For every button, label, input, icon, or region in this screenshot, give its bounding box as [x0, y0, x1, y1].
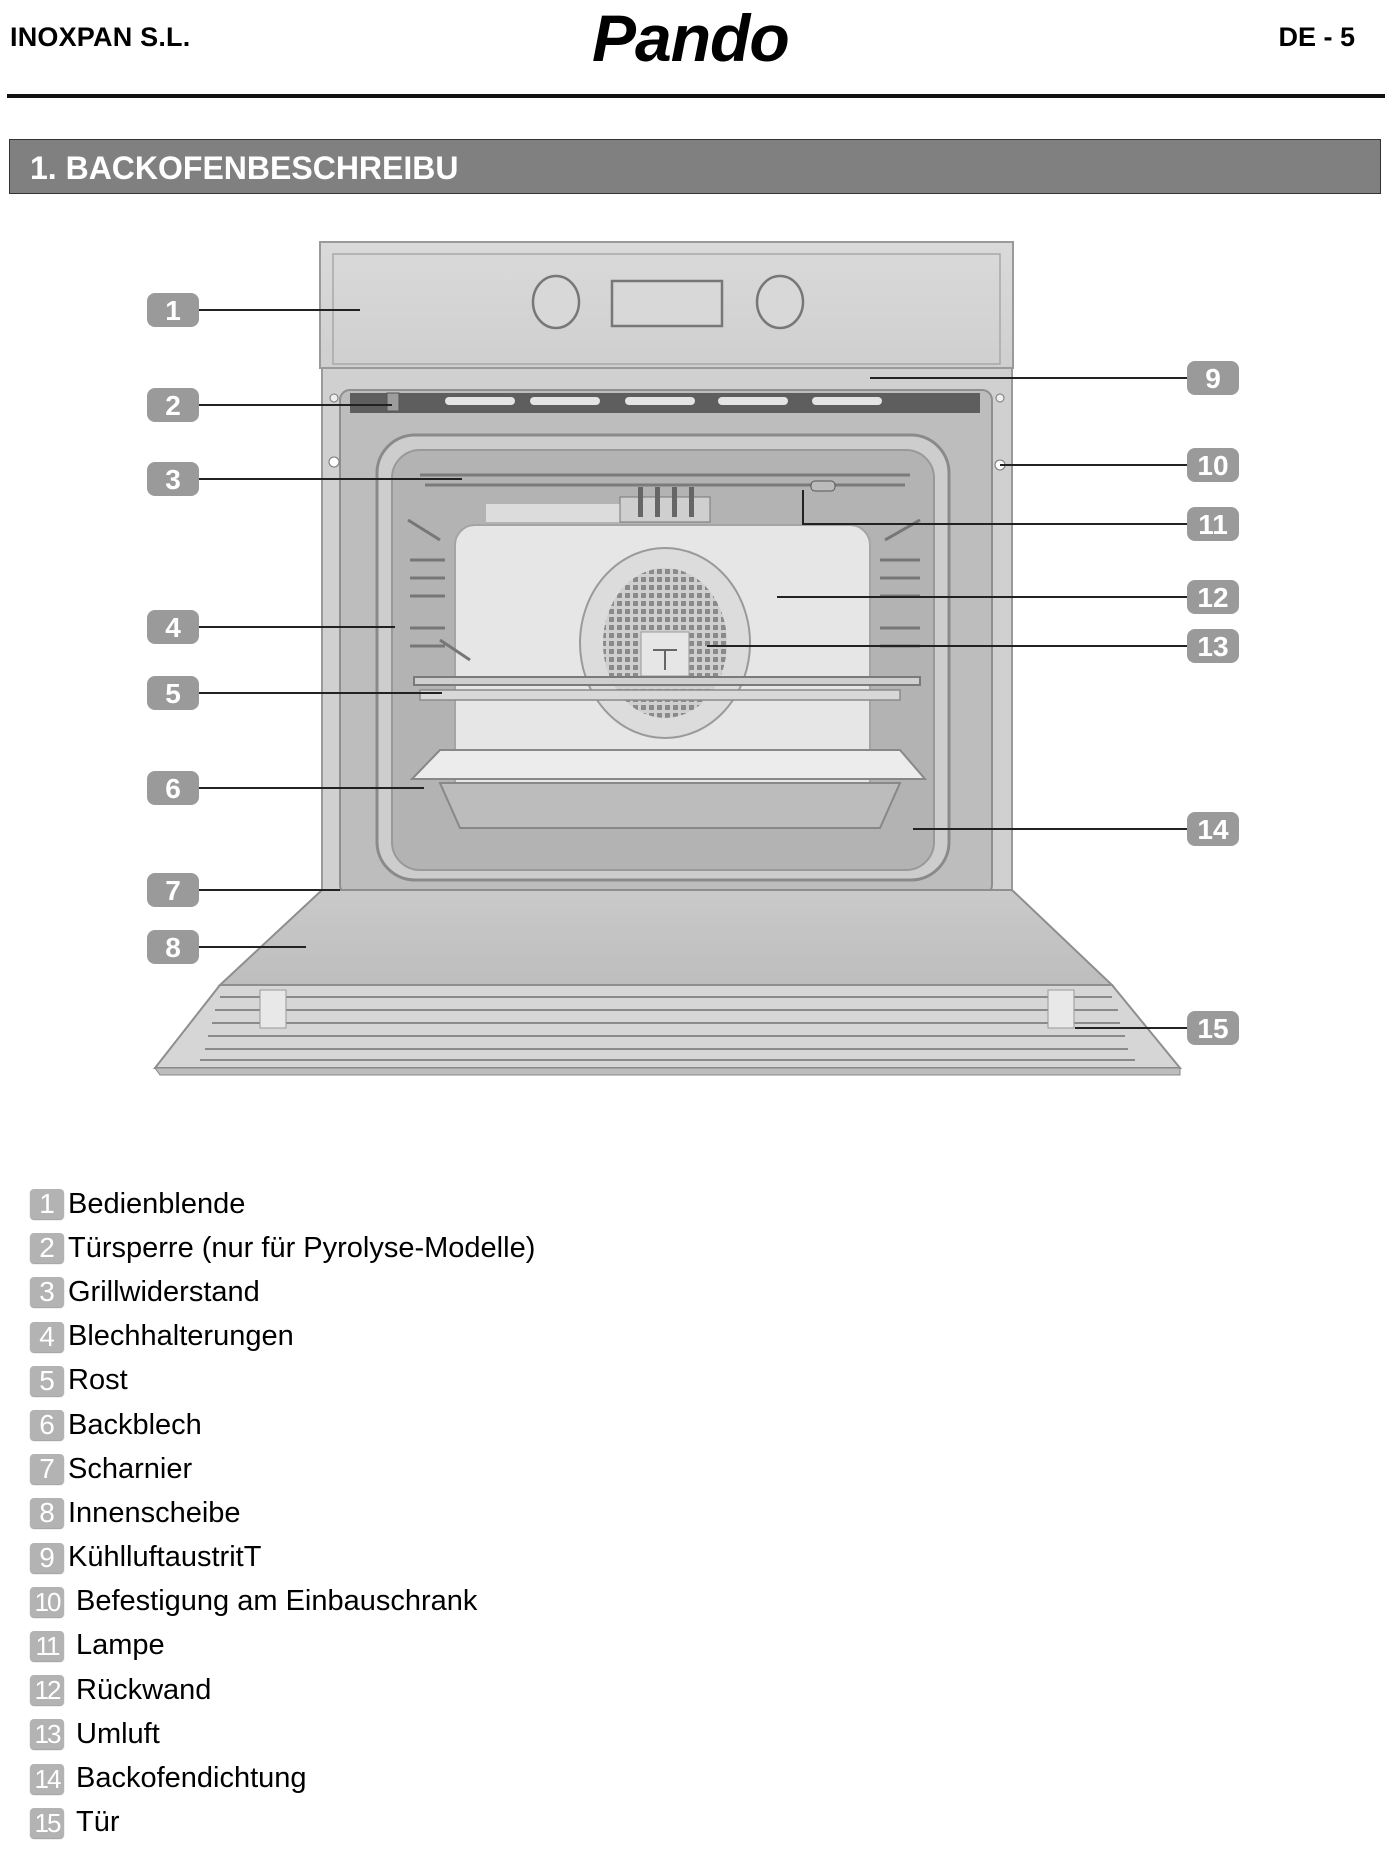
callout-number: 3: [165, 464, 181, 495]
page-number: DE - 5: [1278, 22, 1355, 52]
callout-number: 1: [165, 295, 181, 326]
callout-badge-12: 12: [1187, 580, 1239, 614]
legend-item: 11 Lampe: [30, 1624, 535, 1668]
callout-number: 9: [1205, 363, 1221, 394]
callout-number: 10: [1197, 450, 1228, 481]
callout-number: 11: [1198, 509, 1228, 540]
door-lock-icon: [386, 392, 400, 412]
callout-badge-7: 7: [147, 873, 199, 907]
display-icon: [610, 279, 724, 328]
callout-badge-4: 4: [147, 610, 199, 644]
right-knob-icon: [755, 274, 805, 330]
legend-label: Bedienblende: [68, 1187, 246, 1220]
legend-number-badge: 13: [30, 1719, 64, 1750]
callout-number: 12: [1197, 582, 1228, 613]
legend-item: 14 Backofendichtung: [30, 1756, 535, 1800]
callout-number: 14: [1197, 814, 1229, 845]
legend-number-badge: 10: [30, 1586, 64, 1617]
callout-badge-1: 1: [147, 293, 199, 327]
callout-badge-10: 10: [1187, 448, 1239, 482]
callout-badge-5: 5: [147, 676, 199, 710]
legend-label: Scharnier: [68, 1452, 193, 1485]
brand-logo: Pando: [592, 1, 790, 75]
legend-number-badge: 5: [30, 1365, 64, 1396]
legend-number-badge: 3: [30, 1277, 64, 1308]
leader-lines: [198, 309, 1188, 1029]
callout-number: 7: [165, 875, 181, 906]
legend-number-badge: 9: [30, 1542, 64, 1573]
legend-label: Tür: [76, 1806, 120, 1839]
control-panel: [319, 241, 1014, 369]
legend-label: Rost: [68, 1364, 128, 1397]
callout-badge-6: 6: [147, 771, 199, 805]
legend-item: 12 Rückwand: [30, 1668, 535, 1712]
callout-number: 4: [165, 612, 181, 643]
legend-number-badge: 2: [30, 1233, 64, 1264]
oven-body: [321, 367, 1013, 899]
baking-tray: [409, 749, 928, 829]
header-rule: [7, 94, 1385, 98]
legend-label: Lampe: [76, 1629, 165, 1662]
legend-number-badge: 6: [30, 1410, 64, 1441]
callout-badge-13: 13: [1187, 629, 1239, 663]
legend-label: Umluft: [76, 1717, 160, 1750]
callout-number: 15: [1197, 1013, 1228, 1044]
callout-badge-3: 3: [147, 462, 199, 496]
mount-hole-icon: [328, 456, 340, 468]
lamp-icon: [810, 480, 836, 492]
legend-number-badge: 4: [30, 1321, 64, 1352]
legend-number-badge: 11: [30, 1630, 64, 1661]
legend-number-badge: 7: [30, 1454, 64, 1485]
legend-label: Grillwiderstand: [68, 1275, 260, 1308]
oven-door: [152, 889, 1183, 1076]
legend-label: Befestigung am Einbauschrank: [76, 1585, 478, 1618]
callout-number: 8: [165, 932, 181, 963]
callout-badge-11: 11: [1187, 507, 1239, 541]
callout-badge-2: 2: [147, 388, 199, 422]
legend-number-badge: 14: [30, 1763, 64, 1794]
section-title-bar: 1. BACKOFENBESCHREIBU: [9, 139, 1381, 194]
mount-hole-icon: [329, 393, 339, 403]
mount-hole-icon: [995, 393, 1005, 403]
legend-item: 10 Befestigung am Einbauschrank: [30, 1580, 535, 1624]
callout-badge-14: 14: [1187, 812, 1239, 846]
legend-item: 13 Umluft: [30, 1712, 535, 1756]
legend-label: Backblech: [68, 1408, 202, 1441]
legend-number-badge: 15: [30, 1807, 64, 1838]
callout-badge-15: 15: [1187, 1011, 1239, 1045]
callout-badge-9: 9: [1187, 361, 1239, 395]
callout-number: 5: [165, 678, 181, 709]
callout-number: 2: [165, 390, 181, 421]
legend-label: Innenscheibe: [68, 1496, 241, 1529]
left-knob-icon: [531, 274, 581, 330]
legend-number-badge: 12: [30, 1675, 64, 1706]
legend-item: 15 Tür: [30, 1801, 535, 1845]
legend-label: Backofendichtung: [76, 1762, 307, 1795]
legend-label: Rückwand: [76, 1673, 212, 1706]
company-name: INOXPAN S.L.: [10, 22, 191, 52]
legend-label: Blechhalterungen: [68, 1320, 294, 1353]
wire-rack: [413, 676, 921, 701]
legend-number-badge: 8: [30, 1498, 64, 1529]
callout-number: 6: [165, 773, 181, 804]
section-title: 1. BACKOFENBESCHREIBU: [30, 150, 459, 186]
callout-number: 13: [1197, 631, 1228, 662]
legend-label: Türsperre (nur für Pyrolyse-Modelle): [68, 1231, 536, 1264]
legend-label: KühlluftaustritT: [68, 1541, 262, 1574]
callout-badge-8: 8: [147, 930, 199, 964]
legend-number-badge: 1: [30, 1189, 64, 1220]
